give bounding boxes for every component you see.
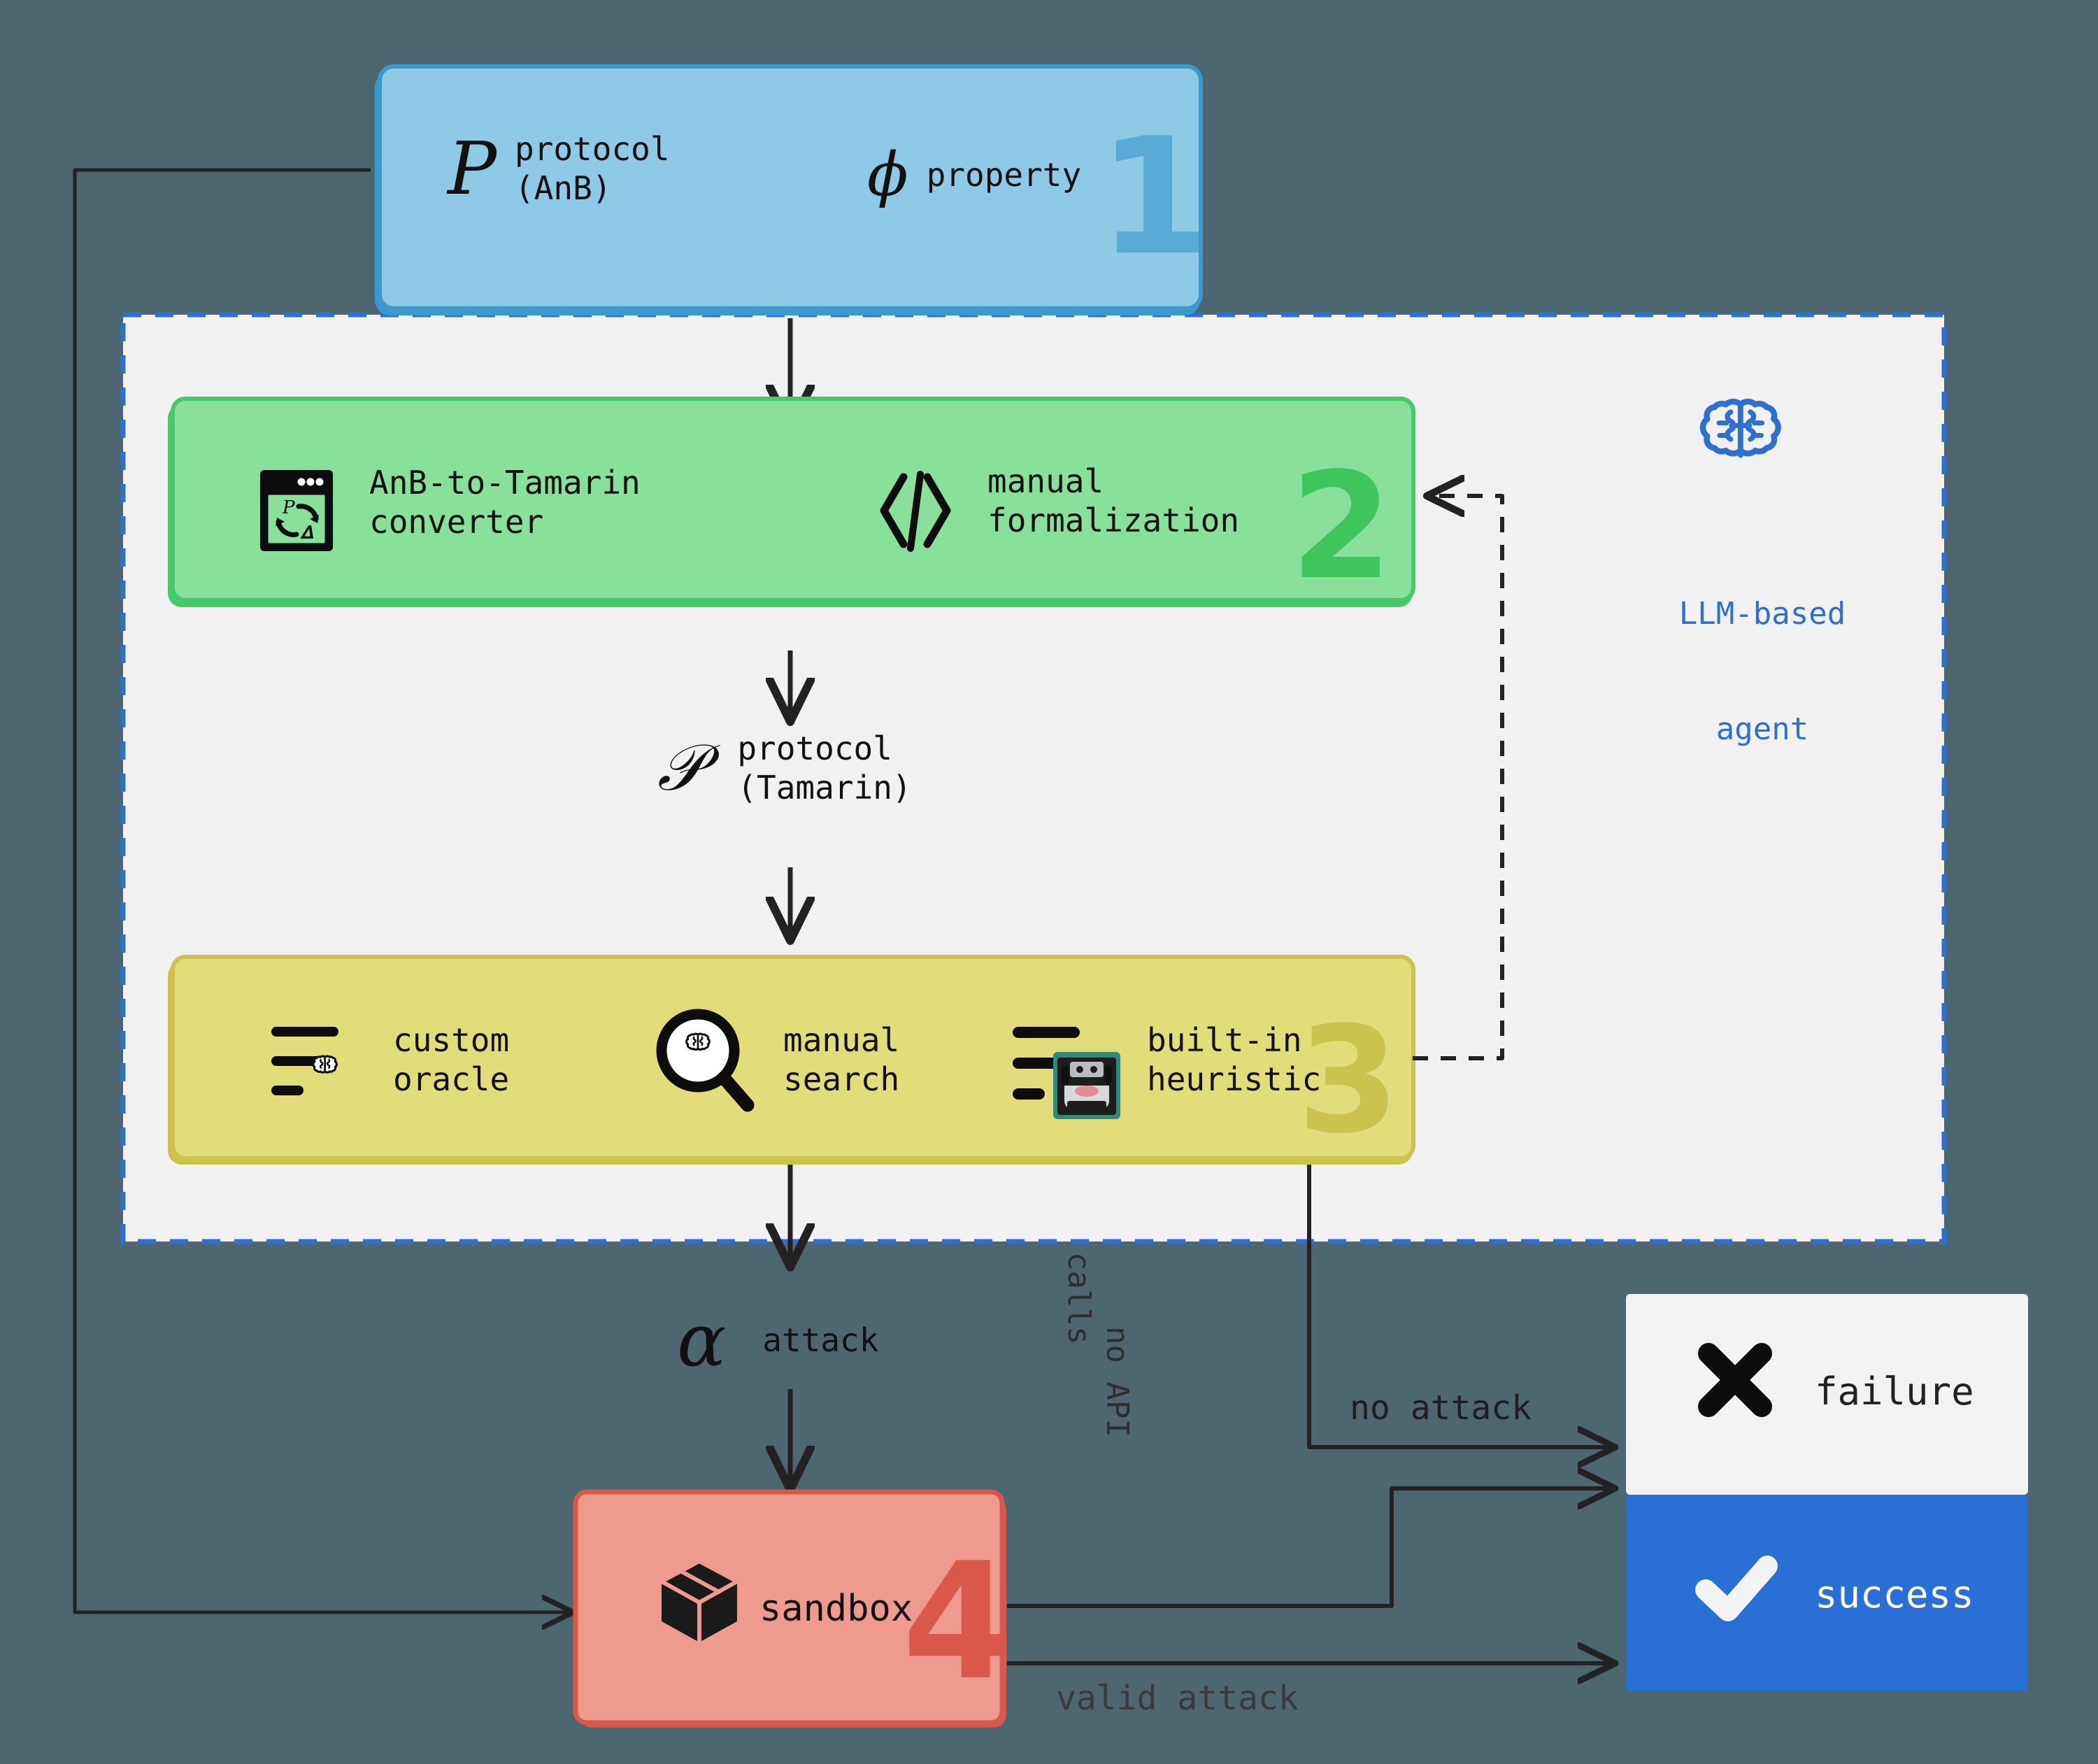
edge-label-no-api-calls: no API calls	[1061, 1252, 1135, 1437]
tamarin-protocol-artifact: 𝒫 protocol (Tamarin)	[657, 729, 912, 807]
list-brain-icon	[271, 1027, 338, 1095]
step1-protocol-line1: protocol	[514, 129, 670, 168]
converter-icon-slot	[260, 462, 333, 543]
attack-symbol: α	[677, 1297, 727, 1383]
step3-heuristic-label: built-in heuristic	[1147, 1020, 1321, 1099]
step3-item-builtin-heuristic: built-in heuristic	[1013, 1018, 1321, 1101]
step1-item-property: ϕ property	[867, 140, 1081, 210]
check-icon	[1695, 1556, 1778, 1621]
step2-box[interactable]	[171, 397, 1415, 602]
tamarin-line2: (Tamarin)	[737, 769, 912, 807]
step3-item-custom-oracle: custom oracle	[271, 1018, 509, 1101]
step3-custom-oracle-label: custom oracle	[393, 1020, 509, 1099]
step2-item-converter: AnB-to-Tamarin converter	[260, 462, 641, 543]
step1-item-property-label: property	[926, 155, 1082, 194]
step3-search-line2: search	[783, 1060, 900, 1098]
step3-heuristic-line1: built-in	[1147, 1020, 1302, 1059]
step3-oracle-line1: custom	[393, 1020, 510, 1059]
success-label: success	[1815, 1572, 1974, 1616]
tamarin-protocol-label: protocol (Tamarin)	[737, 729, 911, 807]
step2-manual-line1: manual	[987, 462, 1104, 500]
package-icon	[659, 1559, 739, 1642]
edge-label-no-attack: no attack	[1350, 1388, 1532, 1428]
magnifier-brain-icon	[656, 1009, 755, 1112]
svg-text:P: P	[282, 497, 295, 518]
step2-number: 2	[1290, 441, 1393, 612]
sandbox-label: sandbox	[759, 1588, 913, 1630]
failure-card[interactable]	[1626, 1294, 2028, 1495]
step2-manual-line2: formalization	[987, 502, 1240, 540]
robot-icon-slot	[1013, 1018, 1122, 1101]
edge-sandbox-to-failure	[1007, 1488, 1615, 1608]
step1-protocol-line2: (AnB)	[514, 169, 612, 207]
step2-converter-line1: AnB-to-Tamarin	[369, 463, 641, 502]
protocol-symbol: P	[448, 126, 497, 211]
attack-artifact: α attack	[677, 1297, 878, 1383]
svg-text:𝚫: 𝚫	[300, 522, 314, 543]
step1-item-protocol: P protocol (AnB)	[448, 126, 670, 211]
list-robot-icon	[1013, 1027, 1120, 1119]
code-icon-slot	[880, 462, 951, 540]
attack-label: attack	[762, 1321, 879, 1359]
code-brackets-icon	[880, 471, 951, 552]
step2-converter-line2: converter	[369, 503, 544, 541]
edge-no-attack-to-failure	[1307, 1165, 1615, 1447]
llm-agent-line1: LLM-based	[1678, 596, 1846, 632]
tamarin-protocol-symbol: 𝒫	[657, 730, 704, 805]
success-card[interactable]	[1626, 1495, 2028, 1691]
magnifier-icon-slot	[655, 1018, 758, 1101]
tamarin-line1: protocol	[737, 730, 892, 767]
step3-search-line1: manual	[783, 1020, 900, 1059]
step3-oracle-line2: oracle	[393, 1060, 510, 1098]
edge-retry-loop	[73, 168, 573, 1612]
property-symbol: ϕ	[867, 140, 908, 210]
step3-number: 3	[1297, 995, 1400, 1166]
llm-agent-caption: LLM-based agent	[1650, 518, 1874, 825]
failure-label: failure	[1815, 1370, 1974, 1414]
step2-item-manual-formalization: manual formalization	[880, 462, 1239, 540]
step1-box[interactable]	[378, 64, 1203, 311]
brain-icon	[1699, 399, 1781, 458]
step1-item-protocol-label: protocol (AnB)	[515, 129, 670, 208]
step4-box[interactable]	[573, 1489, 1005, 1726]
step2-item-manual-label: manual formalization	[987, 462, 1239, 540]
step3-item-manual-search: manual search	[655, 1018, 899, 1101]
cross-icon	[1698, 1343, 1772, 1417]
step2-item-converter-label: AnB-to-Tamarin converter	[369, 463, 641, 541]
edge-feedback-step3-to-step2	[1413, 496, 1504, 1060]
edge-label-valid-attack: valid attack	[1056, 1679, 1299, 1718]
step3-manual-search-label: manual search	[783, 1020, 899, 1099]
step4-number: 4	[902, 1529, 1015, 1716]
llm-agent-line2: agent	[1715, 711, 1809, 747]
step3-heuristic-line2: heuristic	[1147, 1060, 1322, 1098]
converter-window-icon: P 𝚫	[260, 470, 333, 551]
step1-number: 1	[1098, 104, 1211, 291]
list-brain-icon-slot	[271, 1018, 361, 1101]
